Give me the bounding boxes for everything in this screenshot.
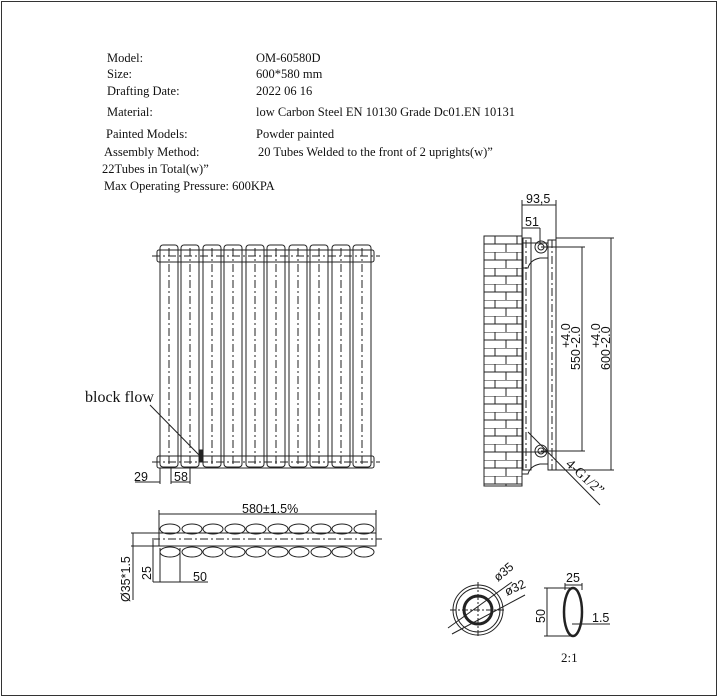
front-view bbox=[135, 244, 380, 484]
painted-models-label: Painted Models: bbox=[106, 127, 188, 141]
dim-height-tol-minus: -2.0 bbox=[599, 326, 613, 348]
scale-label: 2:1 bbox=[561, 650, 578, 665]
dim-half: 25 bbox=[140, 566, 154, 580]
total-tubes: 22Tubes in Total(w)” bbox=[102, 162, 209, 176]
tube-columns bbox=[159, 244, 372, 468]
drafting-date-value: 2022 06 16 bbox=[256, 84, 313, 98]
dim-offset: 51 bbox=[525, 215, 539, 229]
size-value: 600*580 mm bbox=[256, 67, 323, 81]
oval-height: 50 bbox=[534, 609, 548, 623]
tube-ovals-back bbox=[159, 546, 375, 558]
dim-depth: 93,5 bbox=[526, 192, 550, 206]
dim-diameter: Ø35*1.5 bbox=[119, 556, 133, 602]
tube-ovals-front bbox=[159, 523, 375, 535]
dim-centres-tol-minus: -2.0 bbox=[569, 326, 583, 348]
model-value: OM-60580D bbox=[256, 51, 321, 65]
dim-pitch: 58 bbox=[174, 470, 188, 484]
dim-tube: 50 bbox=[193, 570, 207, 584]
dim-height: 600 bbox=[599, 349, 613, 370]
oval-width: 25 bbox=[566, 571, 580, 585]
dim-centres-tol-plus: +4.0 bbox=[559, 323, 573, 348]
material-value: low Carbon Steel EN 10130 Grade Dc01.EN … bbox=[256, 105, 515, 119]
connection-label: 4-G1/2” bbox=[562, 457, 606, 499]
assembly-method-value: 20 Tubes Welded to the front of 2 uprigh… bbox=[258, 145, 493, 159]
painted-models-value: Powder painted bbox=[256, 127, 335, 141]
block-flow-label: block flow bbox=[85, 389, 154, 406]
dim-edge: 29 bbox=[134, 470, 148, 484]
size-label: Size: bbox=[107, 67, 132, 81]
max-pressure: Max Operating Pressure: 600KPA bbox=[104, 179, 275, 193]
model-label: Model: bbox=[107, 51, 144, 65]
dim-height-tol-plus: +4.0 bbox=[589, 323, 603, 348]
material-label: Material: bbox=[107, 105, 153, 119]
assembly-method-label: Assembly Method: bbox=[104, 145, 200, 159]
side-view bbox=[483, 200, 614, 506]
top-view bbox=[131, 510, 382, 600]
round-section bbox=[447, 581, 526, 638]
oval-wall: 1.5 bbox=[592, 611, 609, 625]
oval-section bbox=[544, 583, 610, 638]
drafting-date-label: Drafting Date: bbox=[107, 84, 180, 98]
dim-centres: 550 bbox=[569, 349, 583, 370]
dim-width: 580±1.5% bbox=[242, 502, 298, 516]
